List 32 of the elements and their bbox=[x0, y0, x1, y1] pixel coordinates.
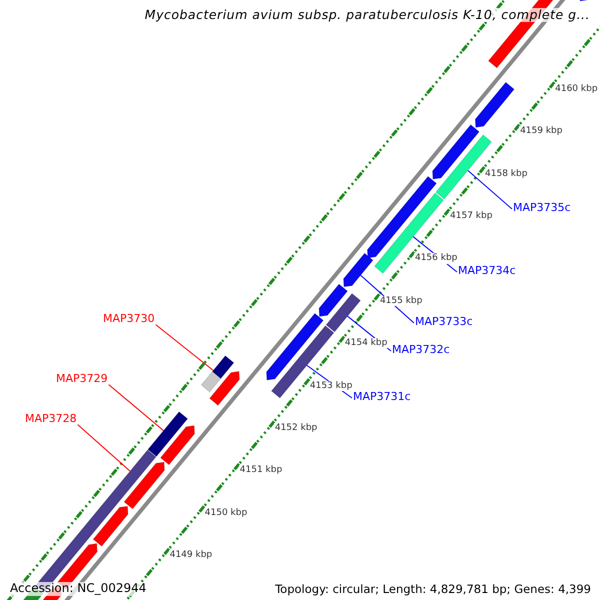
scale-label: 4155 kbp bbox=[378, 296, 424, 306]
gene-label: MAP3733c bbox=[415, 316, 473, 329]
gene-bar bbox=[200, 355, 234, 392]
leader-line bbox=[155, 324, 214, 371]
gene-label: MAP3734c bbox=[458, 265, 516, 278]
scale-label: 4156 kbp bbox=[414, 253, 458, 264]
scale-label: 4150 kbp bbox=[204, 508, 248, 518]
scale-label: 4154 kbp bbox=[344, 338, 388, 348]
gene-pentagon bbox=[343, 252, 374, 288]
gene-label: MAP3728 bbox=[25, 413, 77, 426]
leader-line bbox=[77, 424, 130, 472]
scale-label: 4157 kbp bbox=[449, 210, 494, 222]
scale-label: 4153 kbp bbox=[308, 380, 354, 391]
scale-label: 4151 kbp bbox=[238, 465, 284, 476]
gene-pentagon bbox=[367, 176, 437, 258]
leader-line bbox=[467, 170, 512, 210]
scale-label: 4160 kbp bbox=[554, 84, 599, 94]
topology-text: Topology: circular; Length: 4,829,781 bp; Genes: 4,399 bbox=[273, 582, 593, 596]
gene-bar bbox=[147, 411, 188, 457]
scale-label: 4158 kbp bbox=[484, 168, 528, 179]
gene-bar bbox=[326, 293, 361, 332]
gene-label: MAP3731c bbox=[353, 391, 411, 404]
gene-label: MAP3732c bbox=[392, 344, 450, 357]
gene-bar bbox=[270, 325, 334, 398]
leader-line bbox=[108, 384, 164, 432]
gene-label: MAP3729 bbox=[56, 373, 108, 386]
accession-text: Accession: NC_002944 bbox=[8, 582, 148, 596]
gene-label: MAP3730 bbox=[103, 313, 155, 326]
scale-label: 4152 kbp bbox=[274, 422, 318, 434]
gene-label: MAP3735c bbox=[513, 202, 571, 215]
scale-label: 4149 kbp bbox=[168, 550, 214, 560]
scale-label: 4159 kbp bbox=[519, 126, 564, 136]
